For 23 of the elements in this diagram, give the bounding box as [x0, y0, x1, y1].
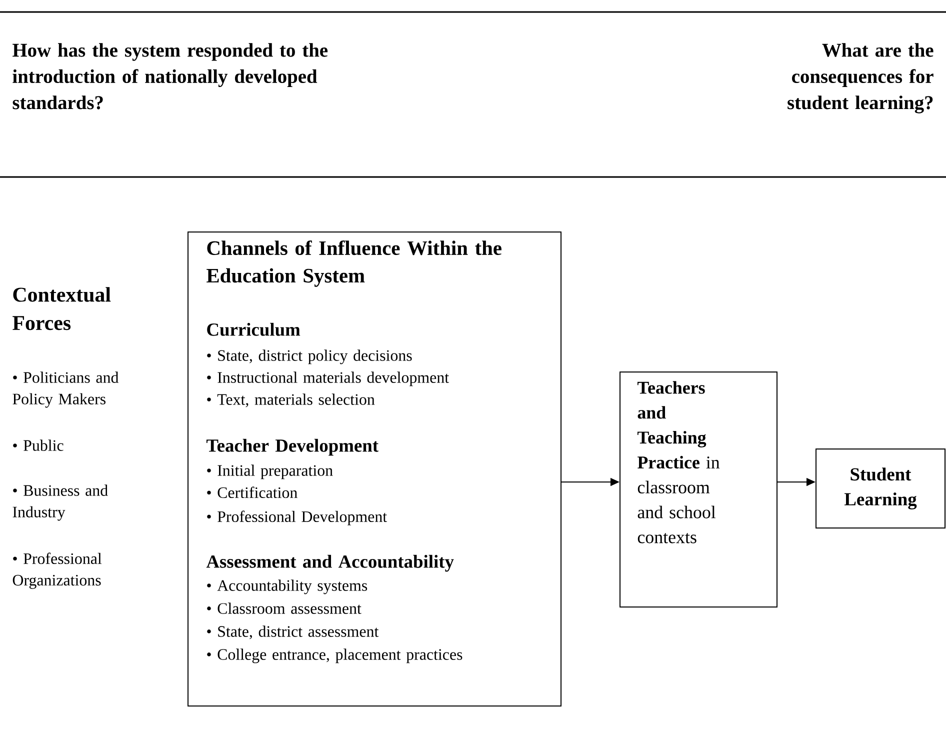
- question-text: What are the consequences for student learning?: [788, 43, 934, 114]
- list-item: • Accountability systems: [207, 580, 368, 594]
- list-item: • Professional Organizations: [12, 552, 102, 589]
- list-item: • State, district assessment: [207, 626, 379, 640]
- heading: Teacher Development: [206, 438, 378, 456]
- list-item: • Classroom assessment: [207, 602, 362, 614]
- list-item: • State, district policy decisions: [207, 350, 412, 364]
- list-item: • Business and Industry: [12, 484, 108, 521]
- question-text: How has the system responded to the introduction of nationally developed standards?: [12, 43, 328, 110]
- heading: Contextual Forces: [12, 287, 111, 330]
- list-item: • Professional Development: [207, 510, 387, 526]
- heading: Assessment and Accountability: [206, 554, 454, 572]
- list-item: • Instructional materials development: [207, 372, 449, 386]
- list-item: • Politicians and Policy Makers: [12, 372, 119, 408]
- list-item: • Text, materials selection: [207, 394, 375, 408]
- box-text: Teachers and Teaching Practice in classroom and school contexts: [637, 381, 720, 544]
- heading: Curriculum: [207, 322, 300, 336]
- heading: Channels of Influence Within the Education System: [206, 240, 502, 287]
- list-item: • Certification: [207, 486, 298, 498]
- outcome-box: Student Learning: [816, 448, 946, 528]
- list-item: • Public: [13, 440, 64, 451]
- list-item: • Initial preparation: [207, 464, 333, 480]
- list-item: • College entrance, placement practices: [207, 648, 462, 664]
